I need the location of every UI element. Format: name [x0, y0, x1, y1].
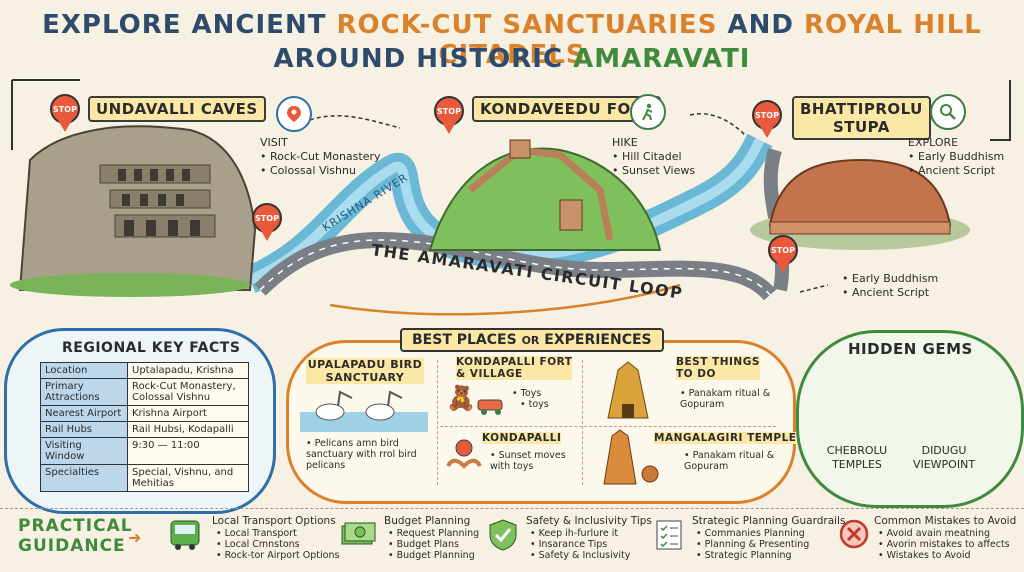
kondaveedu-fort-illustration: [428, 139, 662, 251]
main-title-line-1: EXPLORE ANCIENT ROCK-CUT SANCTUARIES AND…: [42, 10, 982, 70]
money-icon: [341, 522, 376, 545]
guidance-card-safety[interactable]: Safety & Inclusivity Tips Keep ih-furlur…: [526, 516, 652, 562]
hiker-icon: [630, 94, 666, 130]
best-things-info: Panakam ritual & Gopuram: [680, 388, 776, 410]
undavalli-caves-label: UNDAVALLI CAVES: [88, 96, 266, 122]
mangalagiri-temple-icon: [603, 429, 659, 485]
hidden-gems-title: HIDDEN GEMS: [848, 340, 973, 358]
kondaveedu-info: HIKE Hill CitadelSunset Views: [612, 136, 695, 178]
main-title-line-2: AROUND HISTORIC AMARAVATI: [273, 44, 751, 74]
stop-pin-undavalli[interactable]: STOP: [50, 94, 80, 132]
bus-icon: [170, 520, 200, 550]
toy-car-icon: [477, 399, 503, 415]
guidance-card-budget[interactable]: Budget Planning Request PlanningBudget P…: [384, 516, 479, 562]
bhattiprolu-info: EXPLORE Early BuddhismAncient Script: [908, 136, 1004, 178]
hidden-gems-panel: [796, 330, 1024, 508]
map-pin-icon: [276, 96, 312, 132]
upalapadu-info: Pelicans amn bird sanctuary with rrol bi…: [306, 438, 432, 471]
key-facts-title: REGIONAL KEY FACTS: [62, 340, 241, 356]
extra-stop-info: Early BuddhismAncient Script: [842, 272, 938, 300]
guidance-card-strategic[interactable]: Strategic Planning Guardrails Commanies …: [692, 516, 845, 562]
toy-bear-icon: 🧸: [446, 384, 476, 412]
gopuram-icon: [607, 361, 649, 419]
undavalli-info: VISIT Rock-Cut MonasteryColossal Vishnu: [260, 136, 381, 178]
stop-pin-krishna[interactable]: STOP: [252, 203, 282, 241]
divider: [0, 508, 1024, 510]
bhattiprolu-stupa-illustration: [750, 158, 970, 250]
mangalagiri-info: Panakam ritual & Gopuram: [684, 450, 780, 472]
pelican-icon: [300, 390, 428, 432]
kondapalli-info: Sunset moves with toys: [490, 450, 580, 472]
stop-pin-bhattiprolu[interactable]: STOP: [752, 100, 782, 138]
checklist-icon: [656, 520, 682, 550]
shield-icon: [489, 519, 517, 551]
guidance-card-transport[interactable]: Local Transport Options Local TransportL…: [212, 516, 339, 562]
kondapalli-fort-title: KONDAPALLI FORT& VILLAGE: [456, 356, 573, 380]
undavalli-caves-illustration: [10, 125, 257, 297]
divider: [440, 426, 776, 428]
no-icon: [839, 519, 869, 549]
kondapalli-fort-info: Toystoys: [512, 388, 549, 410]
stop-pin-extra[interactable]: STOP: [768, 235, 798, 273]
best-places-title: BEST PLACES OR EXPERIENCES: [400, 328, 664, 352]
arrow-right-icon: ➜: [128, 528, 142, 547]
divider: [582, 360, 584, 485]
stop-pin-kondaveedu[interactable]: STOP: [434, 96, 464, 134]
divider: [437, 360, 439, 485]
guidance-card-mistakes[interactable]: Common Mistakes to Avoid Avoid avain mea…: [874, 516, 1016, 562]
kondapalli-title: KONDAPALLI: [482, 432, 562, 444]
hands-icon: [446, 439, 482, 469]
mangalagiri-title: MANGALAGIRI TEMPLE: [654, 432, 797, 444]
magnifier-icon: [930, 94, 966, 130]
